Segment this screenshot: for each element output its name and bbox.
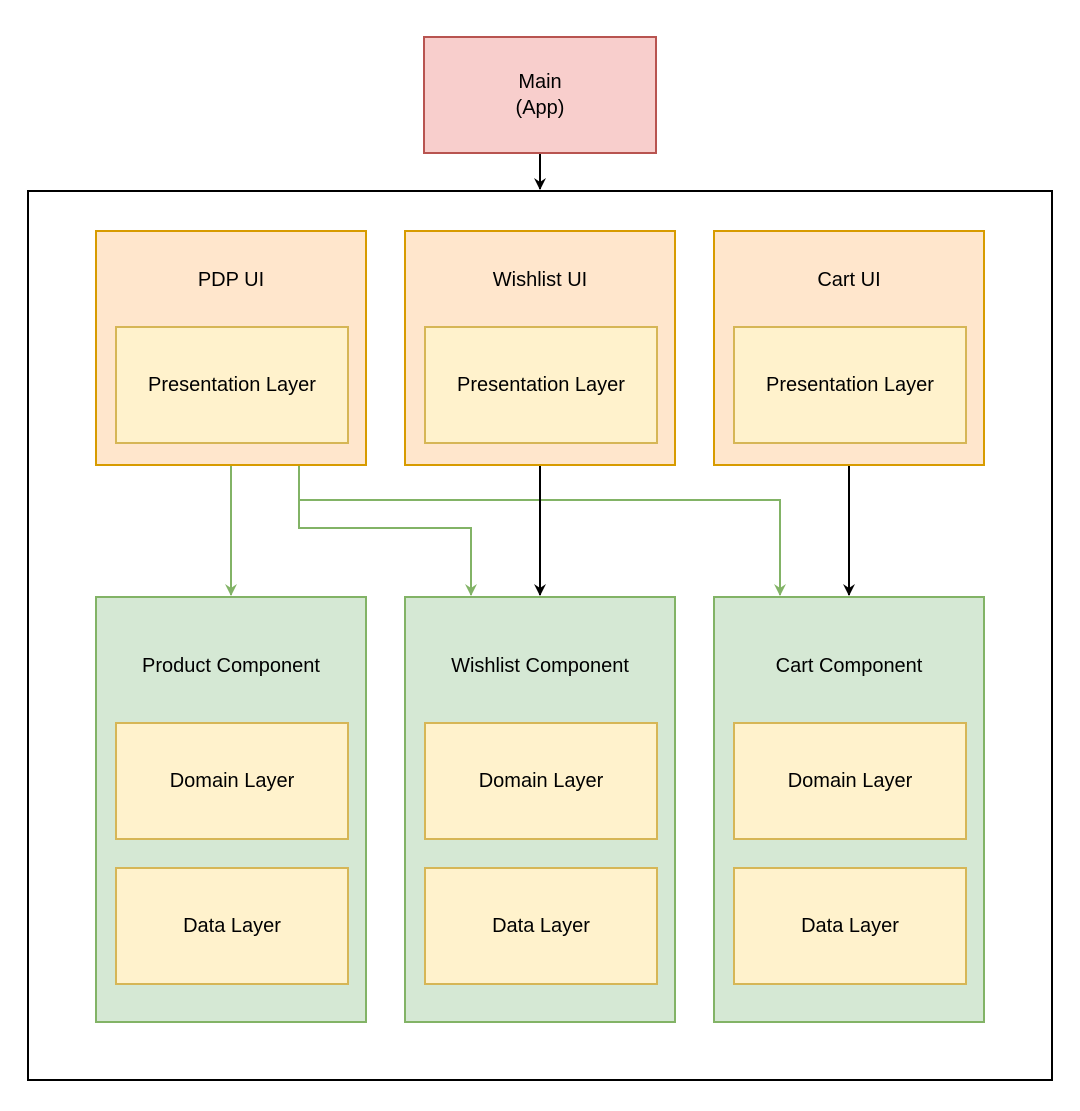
cart-ui-module: Cart UI Presentation Layer [713, 230, 985, 466]
cart-component-title: Cart Component [775, 655, 923, 677]
main-app-label-line2: (App) [515, 97, 565, 119]
cart-data-layer: Data Layer [733, 867, 967, 985]
product-domain-layer: Domain Layer [115, 722, 349, 840]
main-app-label-line1: Main [518, 71, 562, 93]
cart-ui-title: Cart UI [817, 269, 881, 291]
product-data-layer: Data Layer [115, 867, 349, 985]
wishlist-ui-module: Wishlist UI Presentation Layer [404, 230, 676, 466]
arrow-pdp-to-wishlist [298, 466, 477, 596]
pdp-ui-title: PDP UI [197, 269, 265, 291]
wishlist-component: Wishlist Component Domain Layer Data Lay… [404, 596, 676, 1023]
cart-domain-layer: Domain Layer [733, 722, 967, 840]
wishlist-data-layer: Data Layer [424, 867, 658, 985]
wishlist-domain-layer: Domain Layer [424, 722, 658, 840]
cart-presentation-layer: Presentation Layer [733, 326, 967, 444]
cart-component: Cart Component Domain Layer Data Layer [713, 596, 985, 1023]
pdp-presentation-layer: Presentation Layer [115, 326, 349, 444]
product-component: Product Component Domain Layer Data Laye… [95, 596, 367, 1023]
wishlist-presentation-layer: Presentation Layer [424, 326, 658, 444]
pdp-ui-module: PDP UI Presentation Layer [95, 230, 367, 466]
product-component-title: Product Component [142, 655, 320, 677]
wishlist-ui-title: Wishlist UI [492, 269, 588, 291]
main-app-box: Main (App) [423, 36, 657, 154]
wishlist-component-title: Wishlist Component [451, 655, 629, 677]
main-app-label: Main (App) [516, 69, 565, 121]
